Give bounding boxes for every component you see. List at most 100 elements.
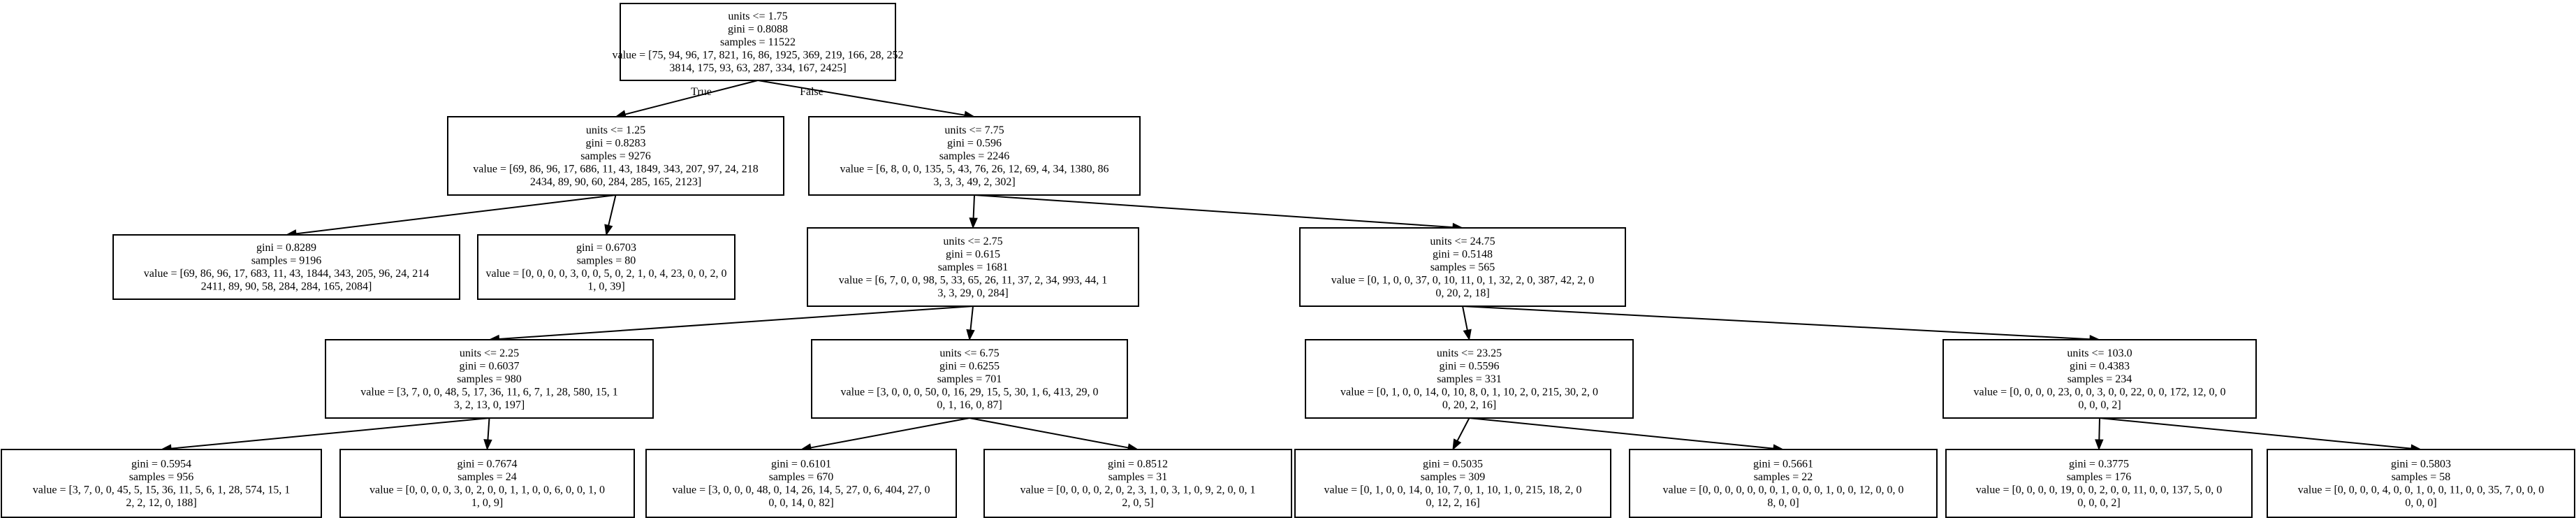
node-text-line: gini = 0.8088 (728, 23, 788, 35)
node-text-line: samples = 2246 (939, 150, 1010, 162)
node-text-line: units <= 1.25 (586, 124, 645, 136)
node-text-line: 0, 0, 0, 2] (2078, 399, 2121, 411)
node-text-line: gini = 0.5148 (1433, 248, 1493, 260)
node-text-line: gini = 0.5596 (1440, 360, 1500, 372)
arrowhead-icon (2095, 439, 2104, 451)
node-text-line: 0, 0, 14, 0, 82] (768, 497, 833, 509)
node-text-line: value = [0, 0, 0, 0, 19, 0, 0, 2, 0, 0, … (1976, 484, 2222, 496)
node-text-line: 0, 20, 2, 16] (1442, 399, 1496, 411)
node-text-line: value = [0, 0, 0, 0, 3, 0, 0, 5, 0, 2, 1… (486, 268, 727, 280)
tree-edge-n9-n16 (1469, 417, 1785, 453)
arrowhead-icon (483, 439, 492, 451)
node-text-line: 3, 2, 13, 0, 197] (454, 399, 525, 411)
tree-edge-n0-n2: False (757, 80, 976, 120)
node-text-line: gini = 0.8283 (586, 137, 646, 149)
node-box (325, 339, 654, 419)
tree-edge-n2-n5 (969, 194, 978, 229)
node-text-line: value = [69, 86, 96, 17, 686, 11, 43, 18… (473, 163, 758, 175)
node-box (808, 116, 1141, 196)
arrowhead-icon (604, 224, 613, 236)
node-box (447, 116, 784, 196)
node-text-line: samples = 331 (1437, 373, 1502, 385)
node-box (811, 339, 1128, 419)
node-text-line: gini = 0.6101 (771, 459, 831, 470)
node-text-line: gini = 0.5803 (2391, 459, 2451, 470)
node-text-line: 2, 0, 5] (1122, 497, 1153, 509)
node-text-line: samples = 9276 (580, 150, 651, 162)
tree-edge-n9-n15 (1452, 417, 1470, 451)
edge-line (1462, 305, 1468, 331)
node-text-line: 2, 2, 12, 0, 188] (126, 497, 196, 509)
node-text-line: 0, 12, 2, 16] (1426, 497, 1479, 509)
node-text-line: units <= 1.75 (728, 10, 787, 22)
arrowhead-icon (1463, 329, 1472, 341)
edge-line (624, 80, 759, 115)
edge-line (1462, 305, 2091, 340)
node-box (620, 3, 896, 81)
node-text-line: gini = 0.6703 (576, 242, 636, 254)
node-text-line: units <= 103.0 (2067, 347, 2132, 359)
edge-line (2099, 417, 2412, 449)
tree-edge-n8-n14 (969, 417, 1139, 452)
node-text-line: gini = 0.8289 (256, 242, 316, 254)
node-box (339, 449, 635, 518)
tree-edge-n1-n4 (604, 194, 617, 236)
node-text-line: 0, 0, 0] (2405, 497, 2436, 509)
node-text-line: 3814, 175, 93, 63, 287, 334, 167, 2425] (669, 62, 846, 74)
edge-line (499, 305, 974, 340)
edge-line (969, 305, 974, 331)
node-text-line: samples = 234 (2068, 373, 2132, 385)
node-text-line: units <= 2.75 (943, 236, 1002, 247)
node-text-line: value = [0, 0, 0, 0, 0, 0, 0, 1, 0, 0, 0… (1663, 484, 1904, 496)
node-box (2267, 449, 2575, 518)
node-text-line: samples = 956 (129, 471, 194, 483)
node-text-line: 8, 0, 0] (1767, 497, 1799, 509)
node-text-line: value = [3, 0, 0, 0, 48, 0, 14, 26, 14, … (673, 484, 930, 496)
node-text-line: value = [6, 8, 0, 0, 135, 5, 43, 76, 26,… (840, 163, 1109, 175)
node-text-line: gini = 0.5954 (131, 459, 191, 470)
edge-line (1456, 417, 1470, 442)
tree-edge-n6-n9 (1462, 305, 1472, 341)
node-text-line: gini = 0.8512 (1108, 459, 1168, 470)
node-box (1, 449, 322, 518)
node-text-line: samples = 58 (2392, 471, 2451, 483)
node-text-line: samples = 701 (937, 373, 1002, 385)
tree-edge-n5-n8 (966, 305, 975, 341)
node-text-line: samples = 24 (458, 471, 517, 483)
node-box (807, 227, 1139, 307)
node-text-line: value = [75, 94, 96, 17, 821, 16, 86, 19… (613, 49, 904, 61)
edge-line (608, 194, 617, 226)
node-text-line: gini = 0.3775 (2069, 459, 2129, 470)
node-text-line: gini = 0.596 (947, 137, 1002, 149)
node-text-line: value = [0, 0, 0, 0, 23, 0, 0, 3, 0, 0, … (1974, 386, 2226, 398)
node-box (1942, 339, 2257, 419)
node-text-line: value = [3, 7, 0, 0, 45, 5, 15, 36, 11, … (33, 484, 290, 496)
node-text-line: units <= 6.75 (939, 347, 999, 359)
node-text-line: gini = 0.5035 (1423, 459, 1483, 470)
node-text-line: samples = 1681 (938, 261, 1009, 273)
arrowhead-icon (966, 329, 975, 341)
node-text-line: value = [69, 86, 96, 17, 683, 11, 43, 18… (144, 268, 429, 280)
node-text-line: samples = 565 (1430, 261, 1495, 273)
arrowhead-icon (1452, 438, 1462, 451)
edge-line (810, 417, 970, 449)
node-text-line: gini = 0.6037 (460, 360, 520, 372)
edge-line (2098, 417, 2100, 440)
tree-edge-n10-n17 (2095, 417, 2104, 451)
node-box (1299, 227, 1626, 307)
node-text-line: value = [0, 1, 0, 0, 37, 0, 10, 11, 0, 1… (1331, 274, 1594, 286)
node-text-line: 1, 0, 39] (587, 281, 624, 293)
